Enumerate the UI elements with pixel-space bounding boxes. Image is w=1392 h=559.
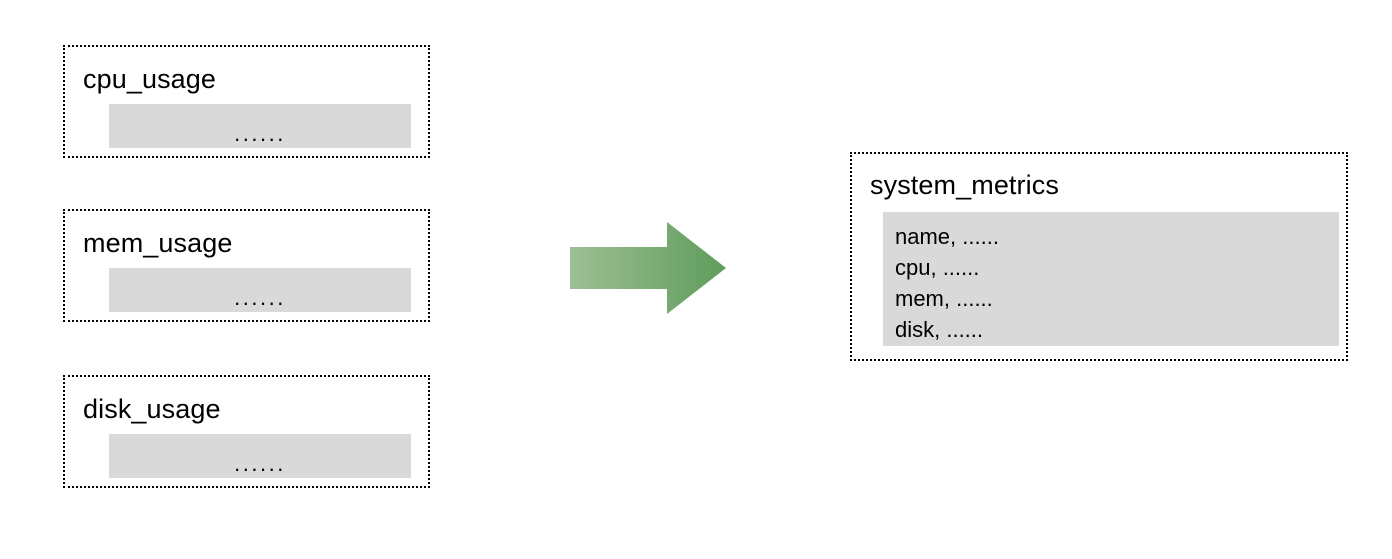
source-box-mem-usage: mem_usage ......: [63, 209, 430, 322]
source-title-cpu-usage: cpu_usage: [83, 64, 217, 94]
source-box-disk-usage: disk_usage ......: [63, 375, 430, 488]
source-box-cpu-usage: cpu_usage ......: [63, 45, 430, 158]
ellipsis-placeholder: ......: [234, 451, 286, 476]
field-row-cpu: cpu, ......: [895, 255, 980, 280]
source-title-disk-usage: disk_usage: [83, 394, 221, 424]
ellipsis-placeholder: ......: [234, 121, 286, 146]
target-field-list: name, ...... cpu, ...... mem, ...... dis…: [883, 212, 1339, 346]
source-body-cpu-usage: ......: [109, 104, 411, 148]
target-title-system-metrics: system_metrics: [870, 170, 1059, 200]
source-body-disk-usage: ......: [109, 434, 411, 478]
field-row-mem: mem, ......: [895, 286, 993, 311]
source-title-mem-usage: mem_usage: [83, 228, 233, 258]
right-arrow-icon: [570, 222, 726, 314]
source-body-mem-usage: ......: [109, 268, 411, 312]
field-row-disk: disk, ......: [895, 317, 984, 342]
ellipsis-placeholder: ......: [234, 285, 286, 310]
target-box-system-metrics: system_metrics name, ...... cpu, ...... …: [850, 152, 1348, 361]
field-row-name: name, ......: [895, 224, 999, 249]
